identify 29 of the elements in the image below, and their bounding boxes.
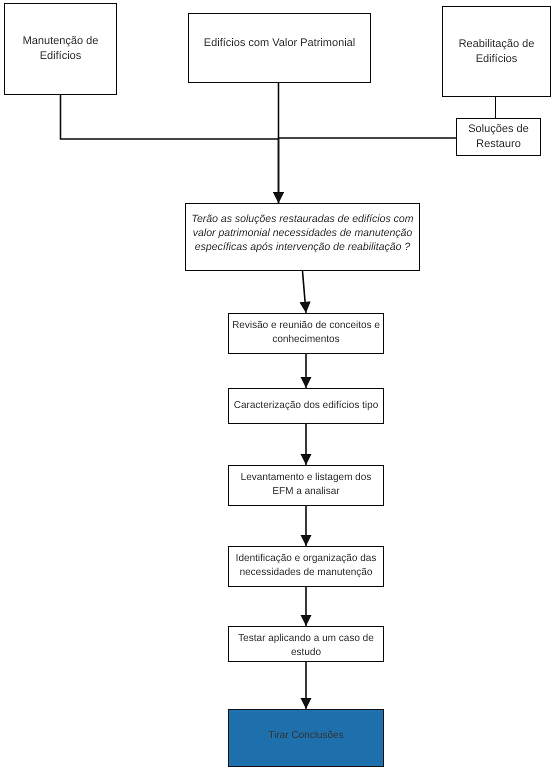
connector-arrow: [300, 587, 312, 626]
connector-arrow: [300, 506, 312, 546]
node-label: Tirar Conclusões: [268, 729, 344, 742]
node-label: Testar aplicando a um caso de estudo: [237, 632, 375, 659]
process-box: [228, 465, 384, 506]
process-box: [228, 313, 384, 354]
topic-box: [456, 118, 541, 156]
node-label: Identificação e organização das necessidades de manutenção: [234, 552, 378, 579]
result-box: [228, 709, 384, 767]
topic-box: [442, 6, 551, 97]
node-label: Revisão e reunião de conceitos e conhecimentos: [231, 319, 381, 346]
node-label: Edifícios com Valor Patrimonial: [204, 36, 356, 51]
node-label: Soluções de Restauro: [467, 122, 530, 152]
process-box: [228, 546, 384, 587]
node-label: Reabilitação de Edifícios: [458, 37, 536, 67]
topic-box: [4, 3, 117, 95]
connector-arrow: [300, 270, 311, 314]
node-label: Manutenção de Edifícios: [22, 34, 100, 64]
node-label: Levantamento e listagem dos EFM a analisar: [240, 471, 372, 498]
connector-arrow: [300, 354, 312, 388]
process-box: [228, 388, 384, 424]
node-label: Terão as soluções restauradas de edifícios com valor patrimonial necessidades de manutenção específicas após intervenção de reabilitação ?: [190, 212, 414, 255]
connector-arrow: [300, 424, 312, 465]
question-box: [185, 203, 420, 271]
process-box: [228, 626, 384, 662]
topic-box: [188, 13, 371, 83]
connector-arrow: [300, 662, 312, 709]
node-label: Caracterização dos edifícios tipo: [234, 399, 378, 412]
connector-arrow: [272, 137, 456, 203]
